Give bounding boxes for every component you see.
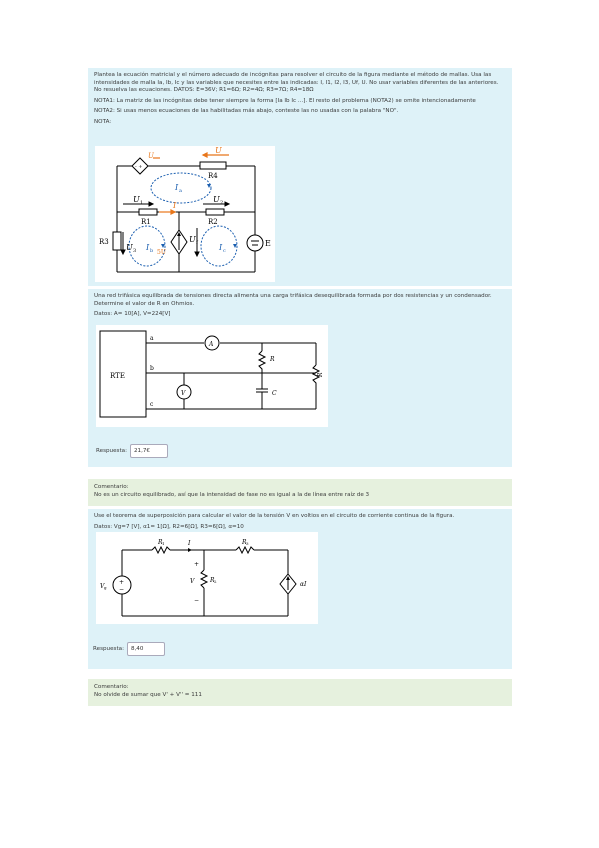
q3-answer-row: Respuesta: xyxy=(93,642,165,656)
q2-statement: Una red trifásica equilibrada de tension… xyxy=(94,293,492,307)
e-voltage-source xyxy=(246,234,264,252)
label-ic-sub: c xyxy=(223,248,226,254)
label-u3: U xyxy=(126,243,133,252)
label-u1: U xyxy=(133,195,140,204)
label-b: b xyxy=(150,365,154,372)
q1-statement: Plantea la ecuación matricial y el númer… xyxy=(94,72,499,94)
loop-ib xyxy=(128,225,166,267)
r2-resistor xyxy=(205,208,225,216)
label-ib-sub: b xyxy=(150,248,153,254)
loop-ia xyxy=(150,172,212,204)
label-vg: V xyxy=(100,583,105,590)
q3-circuit-svg: + − R 1 I R 3 V g + V − R 2 αI xyxy=(100,539,307,617)
q1-circuit-figure: - + xyxy=(95,146,275,282)
label-alpha-i: αI xyxy=(300,581,307,588)
label-u3-sub: 3 xyxy=(133,248,136,254)
label-voltmeter: V xyxy=(181,390,186,397)
vg-voltage-source xyxy=(112,575,132,595)
label-i: I xyxy=(172,201,177,210)
q1-note2: NOTA2: Si usas menos ecuaciones de las h… xyxy=(94,108,399,115)
c3-title: Comentario: xyxy=(94,684,129,690)
q1-circuit-svg: - + xyxy=(99,146,271,273)
label-r-2: R xyxy=(317,372,324,378)
label-u1-sub: 1 xyxy=(140,200,143,206)
label-ib: I xyxy=(145,243,150,252)
label-c: c xyxy=(150,401,154,408)
dep-voltage-source-top xyxy=(131,157,149,175)
q1-note-label: NOTA: xyxy=(94,118,112,125)
q2-data: Datos: A= 10[A], V=224[V] xyxy=(94,311,171,318)
label-ia: I xyxy=(174,183,179,192)
label-r2: R xyxy=(209,577,215,584)
label-r1-sub: 1 xyxy=(162,541,165,546)
label-r3-sub: 3 xyxy=(246,541,249,546)
c3-text: No olvide de sumar que V' + V'' = 111 xyxy=(94,691,202,698)
label-uf-sub: f xyxy=(196,240,199,246)
q3-circuit-figure: + − R 1 I R 3 V g + V − R 2 αI xyxy=(96,532,318,624)
comment-3: Comentario: No olvide de sumar que V' + … xyxy=(88,679,512,706)
label-uf: U xyxy=(189,235,196,244)
q2-answer-input[interactable] xyxy=(129,444,168,458)
q3-statement: Use el teorema de superposición para cal… xyxy=(94,513,455,519)
label-r2: R2 xyxy=(208,218,218,226)
label-r1: R xyxy=(157,539,163,546)
r3-resistor xyxy=(112,231,122,251)
label-r2-sub: 2 xyxy=(214,579,217,584)
svg-text:−: − xyxy=(119,586,124,593)
q2-answer-row: Respuesta: xyxy=(96,444,168,458)
loop-ic xyxy=(200,225,238,267)
rte-box xyxy=(99,330,147,418)
voltmeter xyxy=(176,384,192,400)
label-r3: R xyxy=(241,539,247,546)
q3-data: Datos: Vg=7 [V], α1= 1[Ω], R2=6[Ω], R3=6… xyxy=(94,523,244,530)
r1-resistor xyxy=(138,208,158,216)
label-i: I xyxy=(187,540,191,547)
svg-text:- +: - + xyxy=(135,164,142,170)
q3-answer-input[interactable] xyxy=(126,642,165,656)
q2-circuit-figure: RTE A V a b c R C R xyxy=(96,325,328,427)
label-ic: I xyxy=(218,243,223,252)
label-r4: R4 xyxy=(208,172,218,180)
q2-circuit-svg: RTE A V a b c R C R xyxy=(99,330,324,418)
label-u2-sub: 2 xyxy=(220,200,223,206)
label-v: V xyxy=(190,578,195,585)
label-r3: R3 xyxy=(99,238,109,246)
label-5u: 5U xyxy=(157,249,166,256)
ammeter xyxy=(204,335,220,351)
r4-resistor xyxy=(199,161,227,170)
label-e: E xyxy=(265,239,271,248)
c2-text: No es un circuito equilibrado, así que l… xyxy=(94,491,370,498)
q1-note1: NOTA1: La matriz de las incógnitas debe … xyxy=(94,97,476,104)
label-r: R xyxy=(269,356,275,363)
c2-title: Comentario: xyxy=(94,484,129,490)
label-plus: + xyxy=(194,561,199,568)
label-ammeter: A xyxy=(208,341,214,348)
q3-answer-label: Respuesta: xyxy=(93,646,124,652)
label-ia-sub: a xyxy=(179,188,182,194)
label-rte: RTE xyxy=(110,372,125,380)
label-r1: R1 xyxy=(141,218,151,226)
label-minus: − xyxy=(194,597,199,604)
label-vg-sub: g xyxy=(104,585,107,590)
comment-2: Comentario: No es un circuito equilibrad… xyxy=(88,479,512,506)
q2-answer-label: Respuesta: xyxy=(96,448,127,454)
label-u-top: U xyxy=(215,146,222,155)
label-a: a xyxy=(150,335,154,342)
label-c-capacitor: C xyxy=(272,390,277,397)
svg-text:+: + xyxy=(119,579,124,586)
label-u-source: U xyxy=(148,152,155,160)
label-u2: U xyxy=(213,195,220,204)
